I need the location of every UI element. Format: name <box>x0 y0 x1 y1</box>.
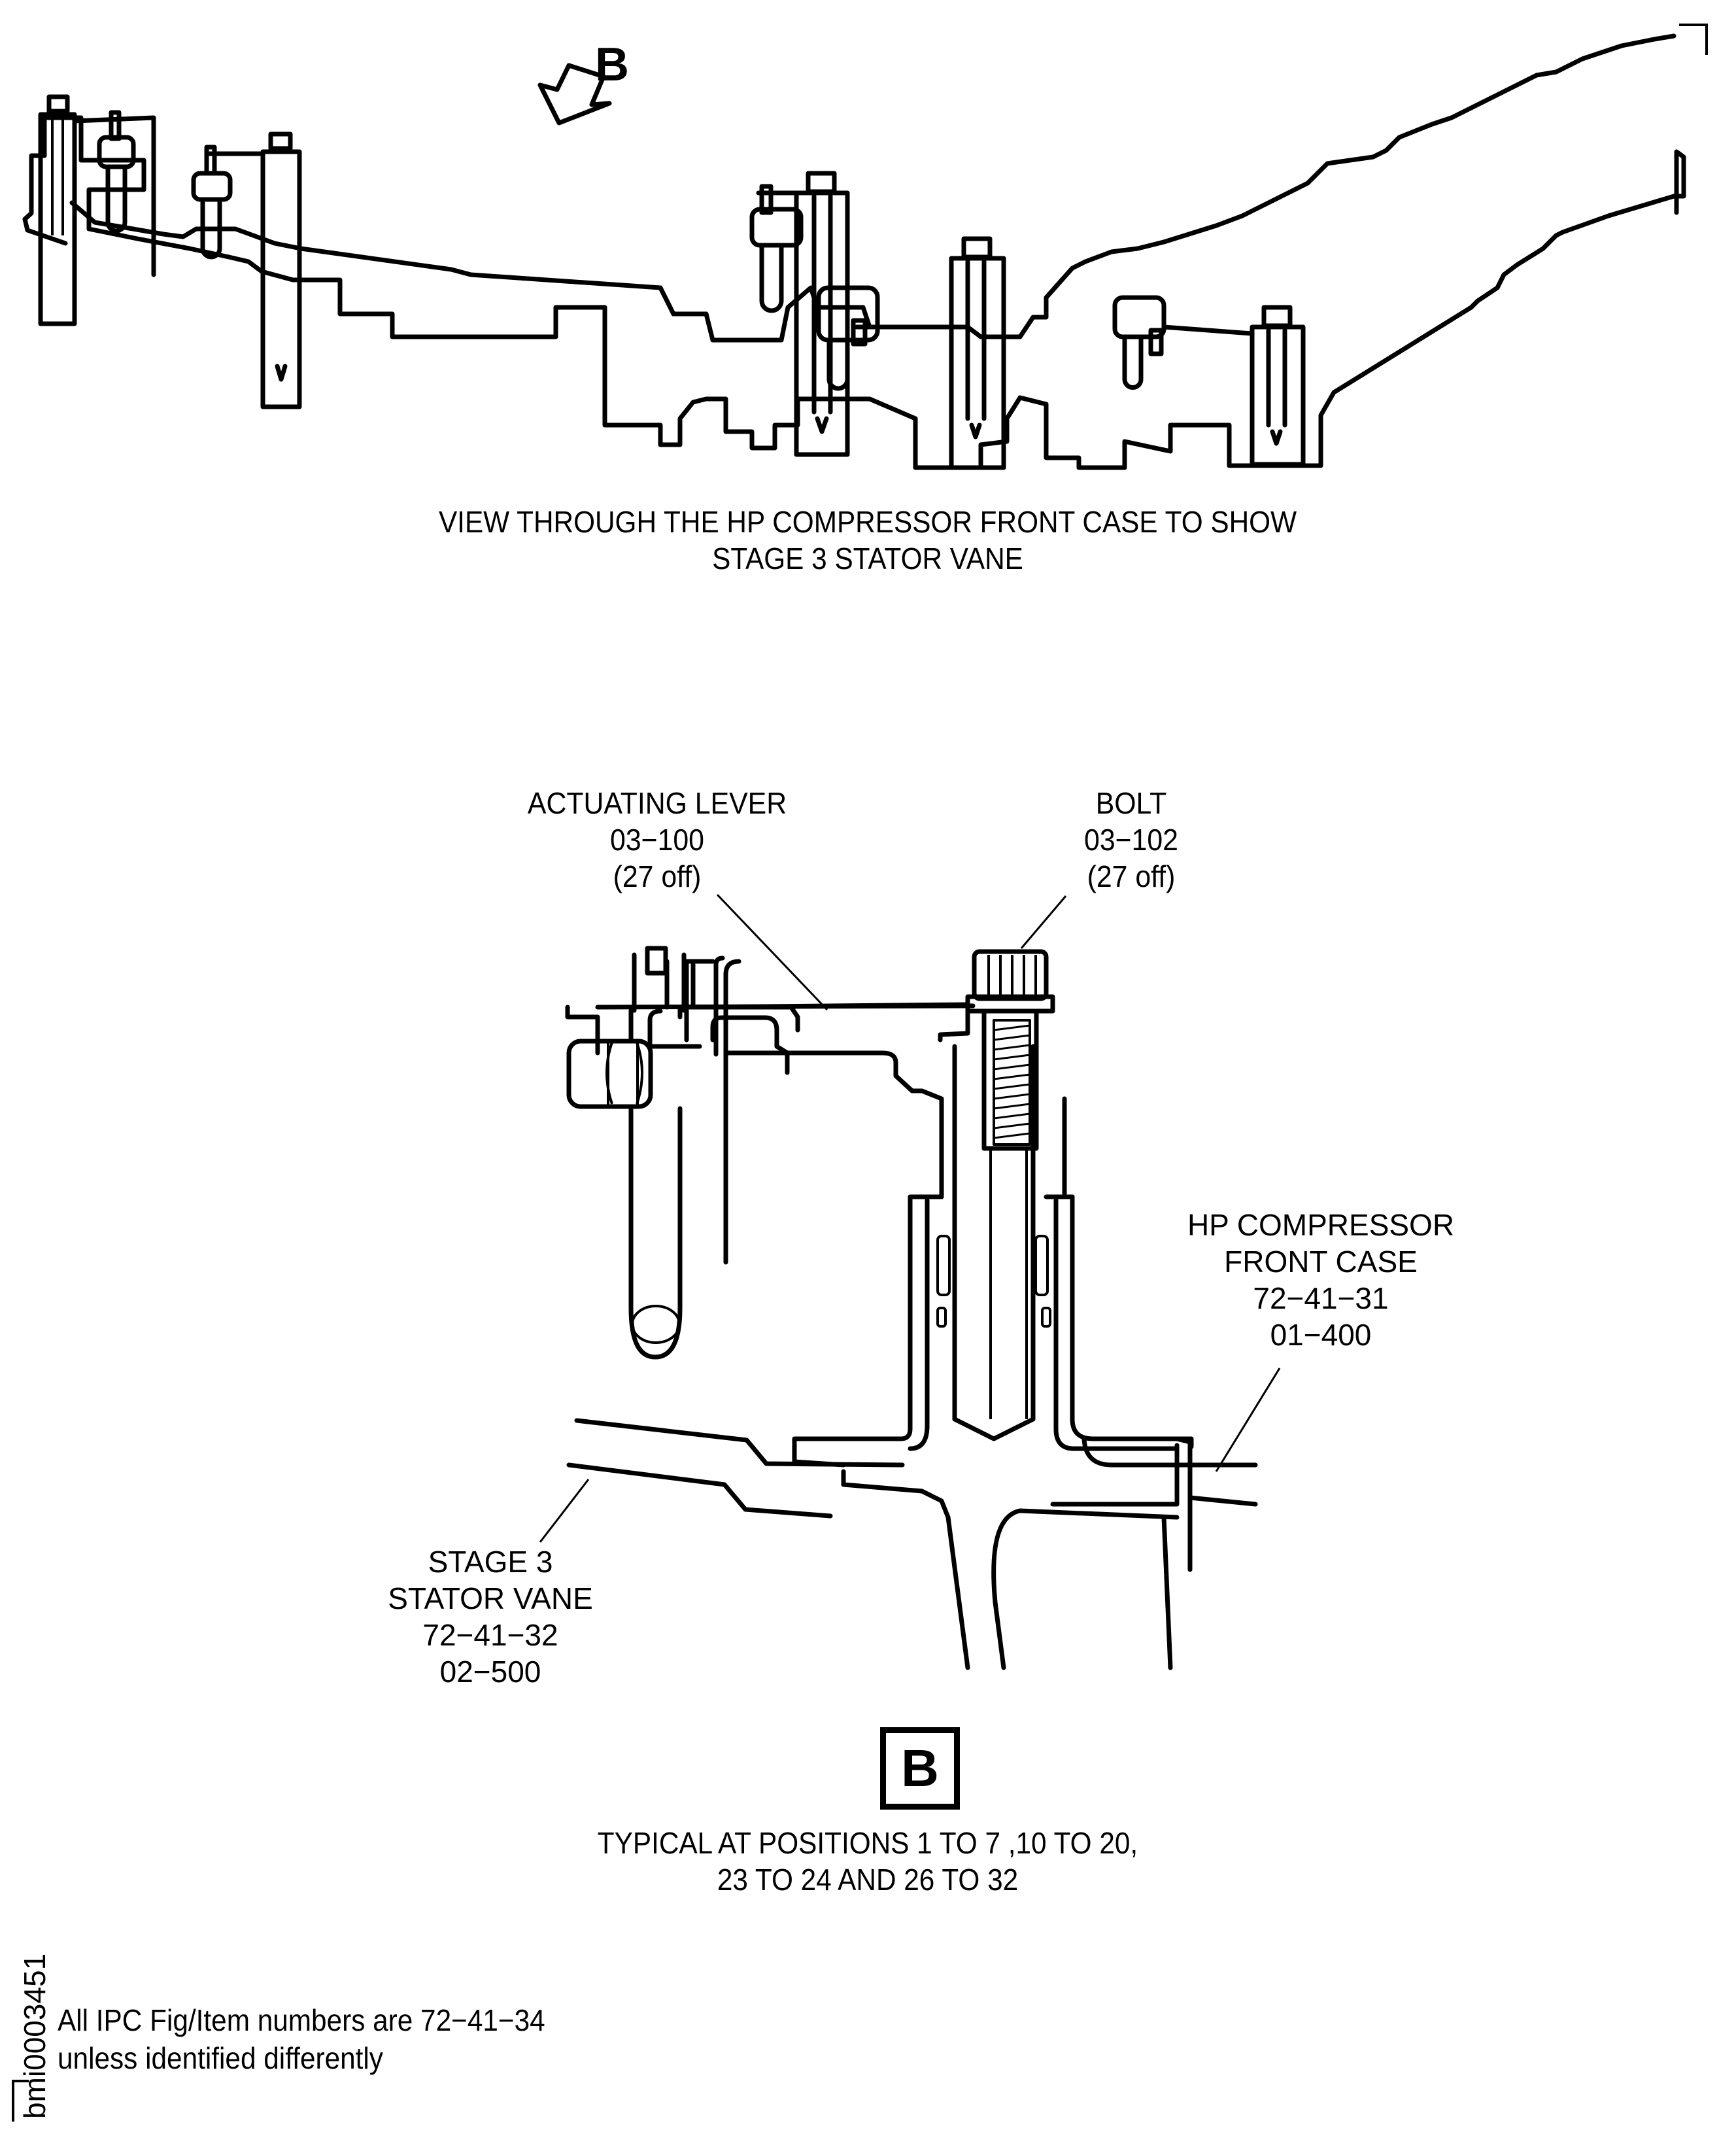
case-inner-profile <box>69 200 1166 343</box>
case-left-slope <box>574 1418 905 1468</box>
ipc-note-line-1: All IPC Fig/Item numbers are 72−41−34 <box>58 2003 545 2037</box>
vane-platform <box>841 1469 951 1520</box>
leader-stator-vane <box>539 1479 590 1543</box>
case-right-flange <box>1081 1436 1258 1468</box>
callout-actuating-lever-name: ACTUATING LEVER <box>527 786 787 820</box>
top-view-caption: VIEW THROUGH THE HP COMPRESSOR FRONT CAS… <box>266 504 1469 577</box>
top-view-caption-line-1: VIEW THROUGH THE HP COMPRESSOR FRONT CAS… <box>438 505 1297 539</box>
callout-stator-vane-item: 02−500 <box>439 1655 541 1689</box>
view-arrow-b <box>537 63 612 126</box>
detail-view-caption-line-2: 23 TO 24 AND 26 TO 32 <box>717 1863 1019 1897</box>
top-assembly-drawing <box>22 33 1686 470</box>
top-bolt-assembly-1 <box>38 94 156 326</box>
callout-actuating-lever-qty: (27 off) <box>613 859 702 893</box>
leader-actuating-lever <box>716 893 828 1011</box>
top-bolt-assembly-3 <box>749 171 850 457</box>
top-view-caption-line-2: STAGE 3 STATOR VANE <box>712 542 1023 576</box>
ipc-note-line-2: unless identified differently <box>58 2041 383 2075</box>
view-marker-b: B <box>595 39 629 91</box>
callout-front-case-item: 01−400 <box>1270 1318 1372 1352</box>
detail-view-caption-line-1: TYPICAL AT POSITIONS 1 TO 7 ,10 TO 20, <box>597 1826 1138 1860</box>
callout-stator-vane-chapter: 72−41−32 <box>422 1618 558 1652</box>
lever-stem <box>628 1106 683 1360</box>
callout-bolt-name: BOLT <box>1095 786 1167 820</box>
bolt-shank <box>981 1008 1039 1151</box>
actuating-lever <box>565 959 976 1075</box>
figure-id: bmi0003451 <box>18 1953 52 2119</box>
ipc-note: All IPC Fig/Item numbers are 72−41−34 un… <box>58 2001 545 2077</box>
callout-stage-3-stator-vane: STAGE 3 STATOR VANE 72−41−32 02−500 <box>353 1543 628 1690</box>
figure-id-bracket <box>12 2080 29 2122</box>
top-bolt-assembly-4 <box>816 236 1006 470</box>
callout-hp-compressor-front-case: HP COMPRESSOR FRONT CASE 72−41−31 01−400 <box>1157 1207 1484 1353</box>
callout-front-case-name-1: HP COMPRESSOR <box>1187 1208 1455 1242</box>
lever-stem-end <box>631 1305 681 1344</box>
lever-body <box>697 1002 970 1042</box>
callout-actuating-lever: ACTUATING LEVER 03−100 (27 off) <box>505 785 809 895</box>
leader-bolt <box>1020 895 1067 949</box>
callout-bolt-qty: (27 off) <box>1087 859 1176 893</box>
vane-spindle <box>952 1044 1036 1441</box>
callout-stator-vane-name-2: STATOR VANE <box>388 1581 593 1615</box>
leader-hp-front-case <box>1215 1368 1281 1472</box>
rear-flange <box>1161 33 1676 245</box>
case-outer-profile <box>22 115 1686 470</box>
bolt-head <box>965 949 1055 1014</box>
callout-front-case-name-2: FRONT CASE <box>1224 1245 1418 1279</box>
lever-nut <box>566 946 689 1109</box>
detail-view-caption: TYPICAL AT POSITIONS 1 TO 7 ,10 TO 20, 2… <box>567 1825 1168 1898</box>
top-bolt-assembly-5 <box>1112 295 1306 467</box>
callout-front-case-chapter: 72−41−31 <box>1253 1281 1389 1315</box>
callout-bolt: BOLT 03−102 (27 off) <box>1040 785 1223 895</box>
view-label-box-b: B <box>880 1727 960 1810</box>
case-boss-left <box>792 1194 913 1468</box>
callout-stator-vane-name-1: STAGE 3 <box>428 1545 553 1579</box>
corner-mark-top-right <box>1679 24 1708 55</box>
callout-actuating-lever-item: 03−100 <box>610 823 704 857</box>
callout-bolt-item: 03−102 <box>1084 823 1178 857</box>
top-bolt-assembly-2 <box>191 131 302 409</box>
